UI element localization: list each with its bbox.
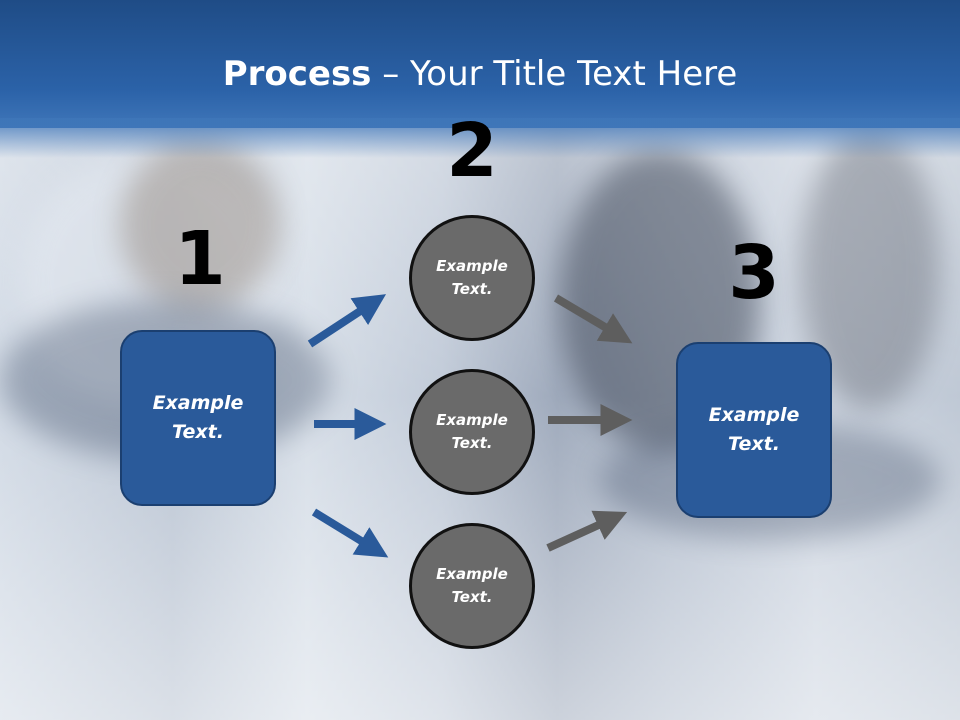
right-box-line1: Example <box>708 404 800 426</box>
slide-title: Process – Your Title Text Here <box>0 50 960 98</box>
blue-arrow-down <box>311 508 389 558</box>
circle-top: Example Text. <box>409 215 535 341</box>
circle-bottom: Example Text. <box>409 523 535 649</box>
right-box: Example Text. <box>676 342 832 518</box>
circle-bottom-line1: Example <box>436 565 508 583</box>
circle-bottom-line2: Text. <box>451 588 493 606</box>
title-rest: – Your Title Text Here <box>371 54 738 94</box>
blue-arrow-up <box>307 294 387 348</box>
left-box: Example Text. <box>120 330 276 506</box>
step-number-2: 2 <box>446 108 498 194</box>
left-box-line1: Example <box>152 392 244 414</box>
title-bar-fade <box>0 118 960 158</box>
gray-arrow-up <box>546 510 628 552</box>
right-box-line2: Text. <box>728 433 780 455</box>
step-number-1: 1 <box>174 216 226 302</box>
circle-middle-line1: Example <box>436 411 508 429</box>
title-bar <box>0 0 960 128</box>
circle-middle: Example Text. <box>409 369 535 495</box>
circle-top-line2: Text. <box>451 280 493 298</box>
gray-arrow-down <box>553 294 633 344</box>
circle-middle-line2: Text. <box>451 434 493 452</box>
circle-top-line1: Example <box>436 257 508 275</box>
left-box-line2: Text. <box>172 421 224 443</box>
step-number-3: 3 <box>728 230 780 316</box>
title-bold: Process <box>222 54 372 94</box>
